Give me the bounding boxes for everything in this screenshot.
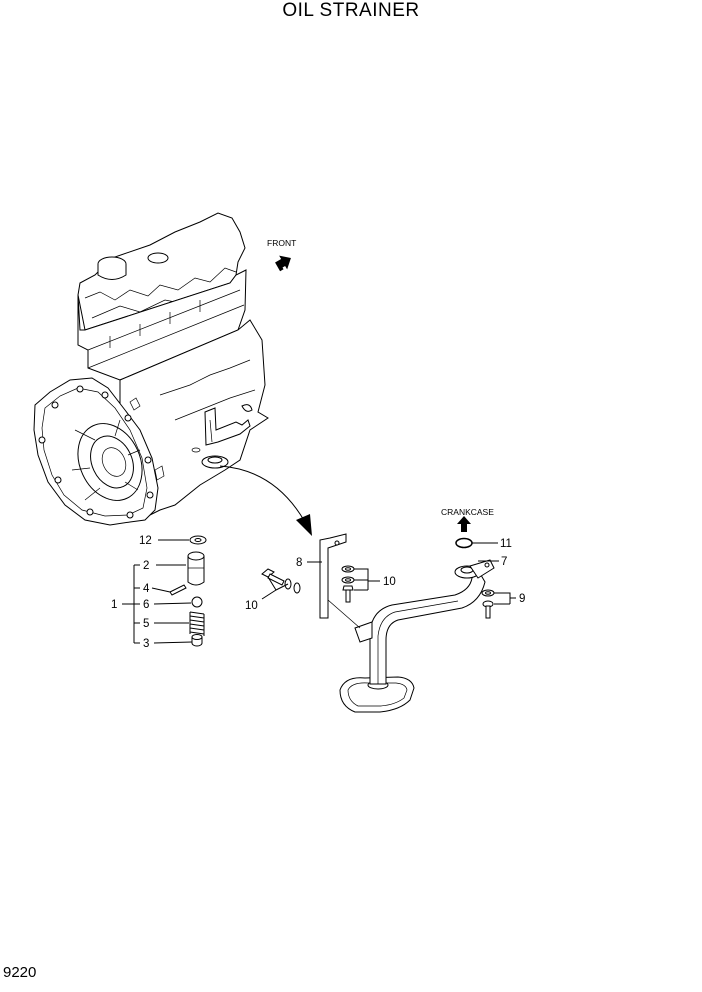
leader-lines bbox=[122, 539, 516, 644]
assembly-arrow bbox=[219, 465, 312, 536]
front-direction-arrow: FRONT bbox=[267, 238, 296, 272]
callout-11: 11 bbox=[500, 538, 512, 550]
page-title: OIL STRAINER bbox=[282, 0, 420, 21]
callout-2: 2 bbox=[143, 560, 149, 572]
crankcase-direction-arrow: CRANKCASE bbox=[441, 507, 494, 532]
callout-10-right: 10 bbox=[383, 576, 396, 588]
engine-block bbox=[33, 212, 269, 526]
callout-9: 9 bbox=[519, 593, 525, 605]
callout-6: 6 bbox=[143, 599, 149, 611]
bolts-washers bbox=[261, 565, 495, 619]
callout-3: 3 bbox=[143, 638, 149, 650]
page-number: 9220 bbox=[3, 964, 37, 981]
callout-5: 5 bbox=[143, 618, 149, 630]
front-label: FRONT bbox=[267, 238, 296, 248]
callout-1: 1 bbox=[111, 599, 117, 611]
callout-7: 7 bbox=[501, 556, 507, 568]
crankcase-label: CRANKCASE bbox=[441, 507, 494, 517]
oil-strainer-pipe bbox=[319, 533, 495, 713]
callout-8: 8 bbox=[296, 557, 302, 569]
callout-10-left: 10 bbox=[245, 600, 258, 612]
callout-12: 12 bbox=[139, 535, 152, 547]
callout-4: 4 bbox=[143, 583, 150, 595]
callout-numbers: 12 2 4 1 6 5 3 8 10 10 11 7 9 bbox=[111, 535, 525, 650]
relief-valve-parts bbox=[169, 535, 207, 647]
